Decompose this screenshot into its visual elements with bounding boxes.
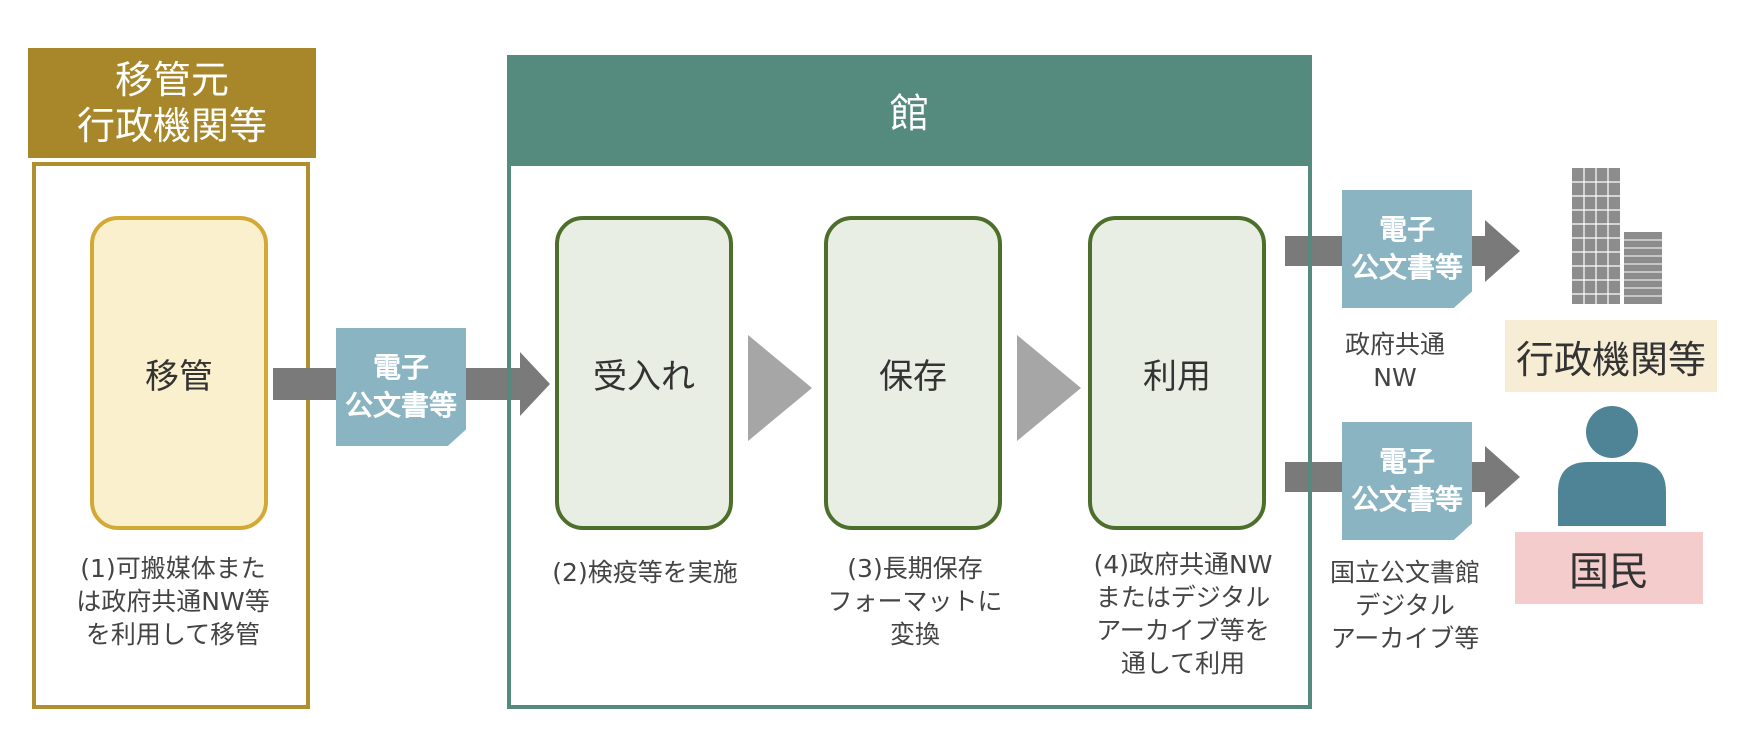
people-label-text: 国民 bbox=[1569, 549, 1649, 595]
archive-title: 館 bbox=[889, 91, 930, 137]
source-org-header: 移管元 行政機関等 bbox=[28, 48, 316, 158]
source-org-title-line2: 行政機関等 bbox=[76, 104, 267, 148]
public-channel-line3: アーカイブ等 bbox=[1330, 624, 1480, 653]
preserve-caption: (3)長期保存 フォーマットに 変換 bbox=[800, 552, 1030, 651]
transfer-caption-line1: (1)可搬媒体また bbox=[80, 554, 266, 583]
use-caption-line2: またはデジタル bbox=[1095, 583, 1271, 612]
public-channel-caption: 国立公文書館 デジタル アーカイブ等 bbox=[1310, 556, 1500, 655]
archive-header: 館 bbox=[507, 55, 1312, 165]
public-document-line1: 電子 bbox=[1378, 445, 1435, 478]
transfer-step-box: 移管 bbox=[90, 216, 268, 530]
people-label: 国民 bbox=[1515, 532, 1703, 604]
source-org-title-line1: 移管元 bbox=[114, 58, 229, 102]
receive-step-label: 受入れ bbox=[593, 356, 695, 397]
receive-step-box: 受入れ bbox=[555, 216, 733, 530]
use-caption-line1: (4)政府共通NW bbox=[1093, 550, 1273, 579]
preserve-caption-line2: フォーマットに bbox=[827, 587, 1003, 616]
preserve-step-label: 保存 bbox=[879, 356, 947, 397]
source-org-frame bbox=[32, 162, 310, 709]
government-label-text: 行政機関等 bbox=[1515, 337, 1706, 382]
chevron-1-icon bbox=[748, 335, 812, 441]
preserve-caption-line1: (3)長期保存 bbox=[847, 554, 983, 583]
archive-frame bbox=[507, 162, 1312, 709]
transfer-caption-line2: は政府共通NW等 bbox=[76, 587, 270, 616]
public-document-badge: 電子 公文書等 bbox=[1342, 422, 1472, 540]
gov-channel-caption: 政府共通 NW bbox=[1320, 328, 1470, 394]
transfer-document-line2: 公文書等 bbox=[344, 389, 457, 422]
transfer-step-label: 移管 bbox=[145, 356, 213, 397]
person-icon bbox=[1558, 406, 1666, 526]
gov-document-badge: 電子 公文書等 bbox=[1342, 190, 1472, 308]
preserve-step-box: 保存 bbox=[824, 216, 1002, 530]
public-channel-line1: 国立公文書館 bbox=[1329, 558, 1480, 587]
government-building-icon bbox=[1572, 168, 1662, 304]
gov-channel-line1: 政府共通 bbox=[1344, 330, 1445, 359]
gov-document-line2: 公文書等 bbox=[1350, 251, 1463, 284]
public-channel-line2: デジタル bbox=[1355, 591, 1455, 620]
preserve-caption-line3: 変換 bbox=[889, 620, 940, 649]
chevron-2-icon bbox=[1017, 335, 1081, 441]
use-caption-line3: アーカイブ等を bbox=[1096, 616, 1270, 645]
transfer-caption-line3: を利用して移管 bbox=[85, 620, 261, 649]
transfer-caption: (1)可搬媒体また は政府共通NW等 を利用して移管 bbox=[48, 552, 298, 651]
use-caption-line4: 通して利用 bbox=[1120, 649, 1246, 678]
public-document-line2: 公文書等 bbox=[1350, 483, 1463, 516]
gov-document-line1: 電子 bbox=[1378, 213, 1435, 246]
use-step-box: 利用 bbox=[1088, 216, 1266, 530]
use-step-label: 利用 bbox=[1143, 356, 1211, 397]
government-label: 行政機関等 bbox=[1505, 320, 1717, 392]
receive-caption-line1: (2)検疫等を実施 bbox=[552, 558, 738, 587]
receive-caption: (2)検疫等を実施 bbox=[520, 556, 770, 589]
use-caption: (4)政府共通NW またはデジタル アーカイブ等を 通して利用 bbox=[1068, 548, 1298, 680]
gov-channel-line2: NW bbox=[1373, 363, 1417, 392]
transfer-document-line1: 電子 bbox=[372, 351, 429, 384]
transfer-document-badge: 電子 公文書等 bbox=[336, 328, 466, 446]
